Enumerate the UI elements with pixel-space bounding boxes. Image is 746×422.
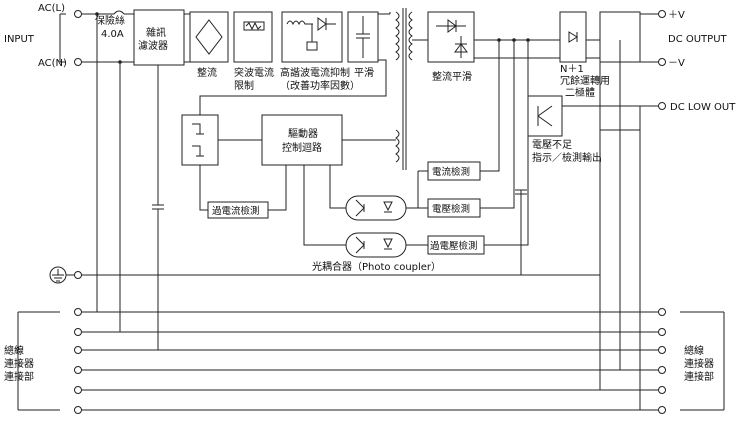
ac-n-label: AC(N) — [38, 58, 67, 69]
fuse-label: 保險絲 — [95, 14, 125, 27]
driver-label-2: 控制迴路 — [282, 141, 322, 154]
minus-v-label: －V — [668, 58, 685, 69]
inrush-label-1: 突波電流 — [234, 66, 274, 79]
fuse-rating: 4.0A — [101, 29, 124, 40]
transformer-aux — [395, 129, 400, 163]
overcurrent-detect-box — [207, 201, 269, 219]
emi-filter-label-2: 濾波器 — [138, 39, 168, 52]
dc-low-out-terminal[interactable] — [658, 102, 666, 110]
inductor-icon — [286, 20, 313, 26]
bus-left-label-3: 連接部 — [4, 370, 34, 383]
driver-control-box — [261, 114, 343, 166]
transistor-icon — [537, 105, 553, 127]
bus-right-terminals — [658, 308, 666, 414]
low-voltage-label-1: 電壓不足 — [532, 139, 572, 151]
smoothing-label: 平滑 — [354, 67, 374, 79]
switch-element-box — [181, 114, 219, 166]
transformer-secondary — [408, 11, 413, 61]
redundancy-diode-icon — [568, 31, 578, 43]
bus-right-label-3: 連接部 — [684, 370, 714, 383]
plus-v-label: ＋V — [668, 10, 685, 21]
inrush-limit-box — [233, 11, 273, 63]
overvoltage-detect-label: 過電壓檢測 — [430, 240, 478, 252]
bus-lines — [82, 311, 658, 411]
rect-smooth-label: 整流平滑 — [432, 70, 472, 83]
dc-low-out-label: DC LOW OUT — [670, 102, 736, 113]
rectifier-label: 整流 — [197, 66, 217, 79]
ac-l-terminal[interactable] — [74, 10, 82, 18]
ground-terminal[interactable] — [74, 271, 82, 279]
bus-right-label-2: 連接器 — [684, 357, 714, 370]
emi-filter-box — [133, 9, 185, 66]
voltage-detect-label: 電壓檢測 — [432, 203, 470, 215]
bus-left-label-1: 總線 — [4, 344, 24, 357]
ac-l-label: AC(L) — [38, 3, 65, 14]
transformer-primary — [395, 11, 400, 61]
current-detect-label: 電流檢測 — [432, 166, 470, 178]
harmonic-label-2: （改善功率因數） — [280, 79, 360, 92]
ac-n-terminal[interactable] — [74, 58, 82, 66]
bridge-icon — [195, 19, 223, 55]
n-plus-1-label-3: 二極體 — [565, 86, 595, 99]
redundancy-diode-box — [559, 11, 587, 63]
low-voltage-transistor-box — [527, 95, 563, 137]
emi-filter-label-1: 雜訊 — [146, 26, 166, 39]
overcurrent-label: 過電流檢測 — [212, 205, 260, 217]
plus-v-terminal[interactable] — [658, 10, 666, 18]
bus-right-label-1: 總線 — [684, 344, 704, 357]
low-voltage-label-2: 指示／檢測輸出 — [532, 151, 602, 164]
bus-left-label-2: 連接器 — [4, 357, 34, 370]
driver-label-1: 驅動器 — [288, 127, 318, 140]
minus-v-terminal[interactable] — [658, 58, 666, 66]
n-plus-1-label-1: N＋1 — [560, 64, 584, 75]
bus-left-terminals — [74, 308, 82, 414]
dc-output-label: DC OUTPUT — [668, 34, 728, 45]
input-label: INPUT — [4, 34, 35, 45]
fuse-symbol — [113, 10, 125, 15]
inrush-label-2: 限制 — [234, 79, 254, 92]
n-plus-1-label-2: 冗餘運轉用 — [560, 74, 610, 87]
output-rect-smooth-box — [427, 11, 475, 63]
photocoupler-1 — [345, 195, 407, 221]
photocoupler-2 — [345, 232, 407, 258]
harmonic-label-1: 高諧波電流抑制 — [280, 66, 350, 79]
photocoupler-label: 光耦合器（Photo coupler） — [312, 260, 441, 273]
